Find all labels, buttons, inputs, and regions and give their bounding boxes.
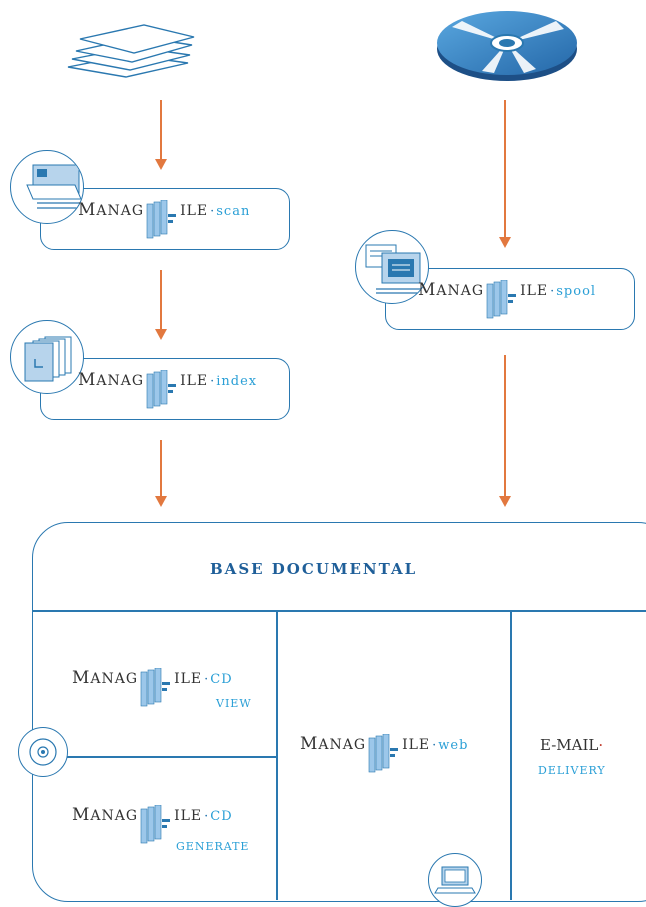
scan-tail: ILE [180,203,209,219]
pages-stack-icon [24,336,72,382]
cd-generate-sub: GENERATE [176,840,250,853]
cd-generate-suffix: CD [210,809,233,824]
managfile-cd-view-label: MANAG ILE · CD [72,668,233,708]
web-suffix: web [438,738,469,753]
base-divider-vertical-1 [276,610,278,900]
web-word: ANAG [318,737,367,753]
managfile-logo-icon [368,734,399,773]
pages-stack-icon-circle [10,320,84,394]
cd-generate-tail: ILE [174,808,203,824]
arrow-papers-to-scan [155,100,167,170]
papers-icon [67,24,195,78]
base-divider-horizontal [32,610,646,612]
scanner-icon [26,164,82,209]
index-tail: ILE [180,373,209,389]
arrow-scan-to-index [155,270,167,340]
email-text: E-MAIL [540,736,599,754]
cd-icon-circle [18,727,68,777]
base-divider-vertical-2 [510,610,512,900]
laptop-icon [434,866,476,894]
spool-suffix: spool [556,284,597,299]
arrow-spool-to-base [499,355,511,507]
managfile-logo-icon [486,280,517,319]
managfile-cd-generate-label: MANAG ILE · CD [72,805,233,845]
index-suffix: index [216,374,258,389]
index-cap: M [78,370,97,390]
email-delivery-sub: DELIVERY [538,764,606,777]
managfile-logo-icon [146,200,177,239]
index-word: ANAG [96,373,145,389]
cd-view-suffix: CD [210,672,233,687]
arrow-index-to-base [155,440,167,507]
managfile-web-label: MANAG ILE · web [300,734,468,774]
managfile-logo-icon [140,668,171,707]
email-label: E-MAIL· [540,736,604,754]
scan-suffix: scan [216,204,251,219]
cd-generate-cap: M [72,805,91,825]
scanner-icon-circle [10,150,84,224]
computer-printout-icon [365,244,426,294]
base-documental-container [32,522,646,902]
scan-word: ANAG [96,203,145,219]
cd-view-tail: ILE [174,671,203,687]
base-documental-title: base documental [210,560,418,578]
spool-word: ANAG [436,283,485,299]
cd-view-sub: VIEW [216,697,252,710]
laptop-icon-circle [428,853,482,907]
scan-cap: M [78,200,97,220]
managfile-logo-icon [146,370,177,409]
web-cap: M [300,734,319,754]
cd-generate-word: ANAG [90,808,139,824]
managfile-index-label: MANAG ILE · index [78,370,257,410]
web-tail: ILE [402,737,431,753]
spool-tail: ILE [520,283,549,299]
disc-icon [437,11,577,81]
cd-icon [29,738,57,766]
cd-view-word: ANAG [90,671,139,687]
arrow-disc-to-spool [499,100,511,248]
cd-view-cap: M [72,668,91,688]
spool-cap: M [418,280,437,300]
managfile-logo-icon [140,805,171,844]
managfile-scan-label: MANAG ILE · scan [78,200,250,240]
cd-divider [32,756,277,758]
computer-printout-icon-circle [355,230,429,304]
managfile-spool-label: MANAG ILE · spool [418,280,596,320]
